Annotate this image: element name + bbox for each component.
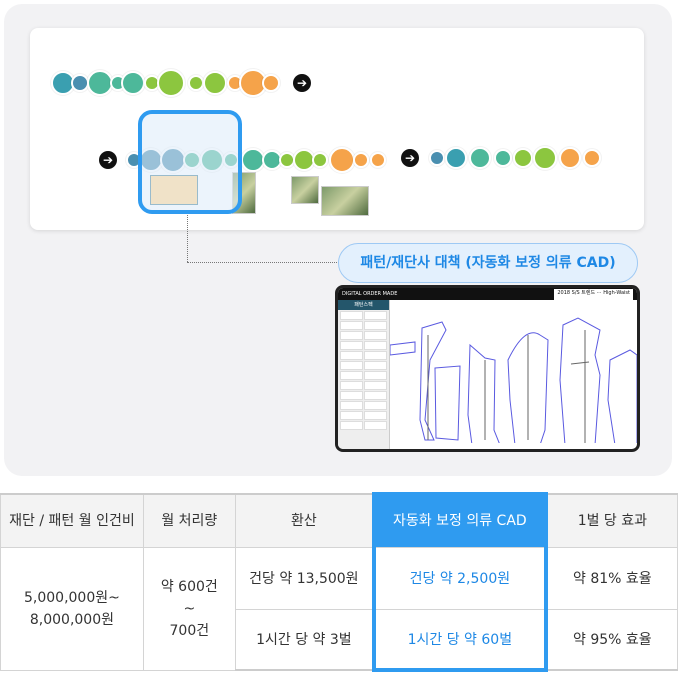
process-photo	[321, 186, 369, 216]
header-volume: 월 처리량	[142, 493, 236, 548]
conversion-cell: 1시간 당 약 3벌	[234, 608, 375, 671]
process-step-icon	[157, 69, 185, 97]
spec-row	[340, 371, 387, 380]
tablet-mockup: DIGITAL ORDER MADE 2018 S/S 트렌드 ⋯ High-Wa…	[335, 285, 640, 452]
process-step-icon	[262, 74, 280, 92]
process-step-icon	[559, 147, 581, 169]
arrow-right-icon: ➔	[293, 74, 311, 92]
header-conversion: 환산	[234, 493, 375, 548]
header-cad: 자동화 보정 의류 CAD	[372, 492, 548, 547]
header-effect: 1벌 당 효과	[545, 493, 678, 548]
spec-row	[340, 391, 387, 400]
process-step-icon	[203, 71, 227, 95]
spec-row	[340, 351, 387, 360]
panel-title: 패턴스펙	[338, 300, 389, 310]
process-step-icon	[370, 152, 386, 168]
process-step-icon	[121, 71, 145, 95]
process-step-icon	[312, 152, 328, 168]
screen-title: 2018 S/S 트렌드 ⋯ High-Waist	[554, 289, 633, 300]
volume-cell: 약 600건 ~ 700건	[142, 546, 236, 671]
connector-line	[187, 262, 339, 263]
conversion-cell: 건당 약 13,500원	[234, 546, 375, 610]
cad-cell: 건당 약 2,500원	[372, 546, 548, 610]
brand-logo: DIGITAL ORDER MADE	[342, 291, 398, 297]
spec-row	[340, 341, 387, 350]
pattern-spec-panel: 패턴스펙	[338, 300, 390, 449]
process-step-icon	[513, 148, 533, 168]
header-labor-cost: 재단 / 패턴 월 인건비	[0, 493, 144, 548]
arrow-right-icon: ➔	[401, 149, 419, 167]
volume-sep: ~	[183, 600, 196, 617]
connector-line	[187, 215, 188, 262]
process-photo	[291, 176, 319, 204]
spec-row	[340, 421, 387, 430]
process-step-icon	[445, 147, 467, 169]
process-step-icon	[329, 147, 355, 173]
volume-min: 약 600건	[160, 578, 218, 595]
spec-row	[340, 331, 387, 340]
cad-cell: 1시간 당 약 60벌	[372, 608, 548, 672]
process-step-icon	[533, 146, 557, 170]
cost-comparison-table: 재단 / 패턴 월 인건비 월 처리량 환산 자동화 보정 의류 CAD 1벌 …	[0, 492, 678, 672]
effect-cell: 약 81% 효율	[545, 546, 678, 610]
process-step-icon	[353, 152, 369, 168]
callout-label: 패턴/재단사 대책 (자동화 보정 의류 CAD)	[338, 243, 638, 283]
labor-cost-cell: 5,000,000원~ 8,000,000원	[0, 546, 144, 671]
process-step-icon	[469, 147, 491, 169]
spec-row	[340, 401, 387, 410]
volume-max: 700건	[169, 622, 210, 639]
spec-row	[340, 411, 387, 420]
spec-row	[340, 311, 387, 320]
effect-cell: 약 95% 효율	[545, 608, 678, 671]
spec-row	[340, 381, 387, 390]
process-step-icon	[188, 75, 204, 91]
process-step-icon	[429, 150, 445, 166]
arrow-right-icon: ➔	[99, 151, 117, 169]
pattern-drawing	[390, 317, 637, 443]
process-step-icon	[494, 149, 512, 167]
pattern-thumbnail	[150, 175, 198, 205]
process-step-icon	[583, 149, 601, 167]
process-step-icon	[241, 148, 265, 172]
spec-row	[340, 321, 387, 330]
spec-row	[340, 361, 387, 370]
